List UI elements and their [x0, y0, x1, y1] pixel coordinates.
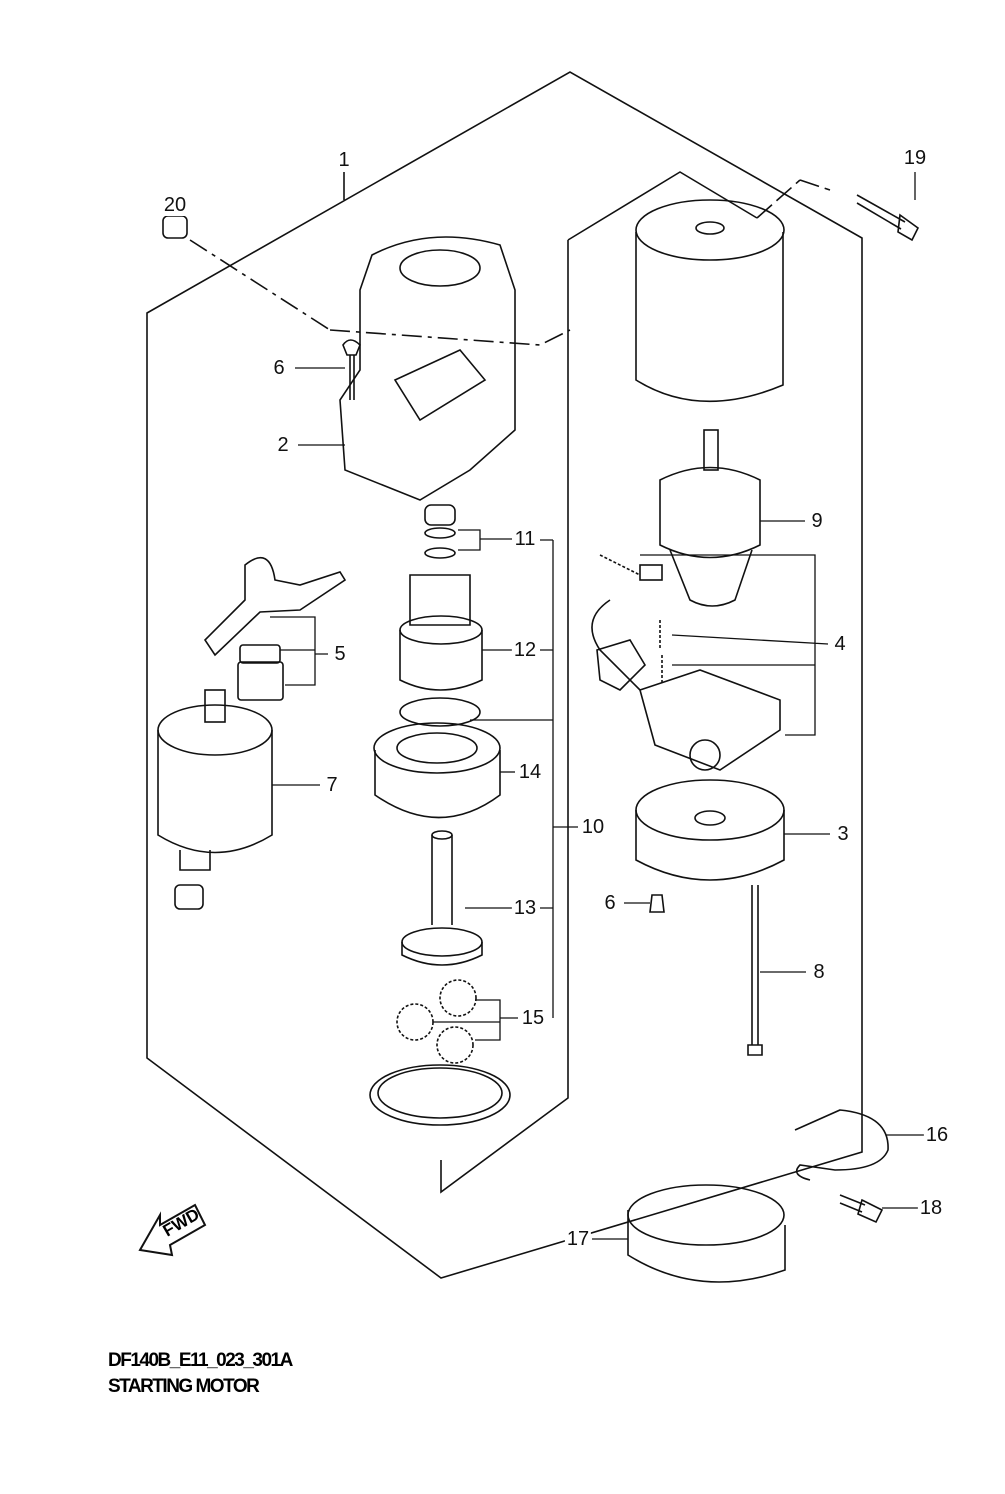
- internal-gear: [373, 722, 501, 819]
- bolt-19: [856, 194, 920, 242]
- bushing: [162, 215, 188, 239]
- callout-13: 13: [511, 897, 539, 919]
- armature: [659, 429, 761, 607]
- callout-14: 14: [516, 761, 544, 783]
- callout-7: 7: [324, 774, 340, 796]
- callout-6: 6: [271, 357, 287, 379]
- callout-9: 9: [809, 510, 825, 532]
- through-bolt: [747, 885, 763, 1056]
- callout-6b: 6: [602, 892, 618, 914]
- rear-end-cover: [635, 779, 785, 881]
- planet-gear: [436, 1026, 474, 1064]
- callout-19: 19: [901, 147, 929, 169]
- callout-15: 15: [519, 1007, 547, 1029]
- callout-11: 11: [512, 528, 538, 550]
- overrunning-clutch: [399, 574, 483, 691]
- fwd-arrow: [138, 1203, 207, 1257]
- callout-10: 10: [579, 816, 607, 838]
- screw-6: [342, 339, 361, 400]
- magnetic-switch: [157, 689, 273, 910]
- packing-ring: [369, 1064, 511, 1126]
- planet-gear: [396, 1003, 434, 1041]
- diagram-code: DF140B_E11_023_301A: [108, 1350, 293, 1371]
- callout-20: 20: [161, 194, 189, 216]
- assembly-frame-10: [440, 171, 758, 1194]
- clamp: [794, 1109, 889, 1181]
- shift-lever: [203, 556, 347, 657]
- drive-housing: [339, 236, 516, 501]
- bolt-18: [839, 1194, 884, 1224]
- planet-gear: [439, 979, 477, 1017]
- callout-18: 18: [917, 1197, 945, 1219]
- brush-holder: [639, 669, 781, 771]
- callout-17: 17: [564, 1228, 592, 1250]
- callout-5: 5: [332, 643, 348, 665]
- callout-1: 1: [336, 149, 352, 171]
- diagram-title: STARTING MOTOR: [108, 1376, 260, 1397]
- assembly-frame-1: [146, 71, 863, 1279]
- callout-4: 4: [832, 633, 848, 655]
- callout-8: 8: [811, 961, 827, 983]
- callout-2: 2: [275, 434, 291, 456]
- callout-16: 16: [923, 1124, 951, 1146]
- screw-6b: [649, 894, 665, 913]
- brush-spring: [599, 554, 641, 576]
- callout-12: 12: [511, 639, 539, 661]
- yoke-cylinder: [635, 199, 785, 403]
- planetary-shaft: [401, 830, 483, 966]
- protective-cover: [627, 1184, 786, 1283]
- callout-3: 3: [835, 823, 851, 845]
- stop-ring: [424, 504, 456, 526]
